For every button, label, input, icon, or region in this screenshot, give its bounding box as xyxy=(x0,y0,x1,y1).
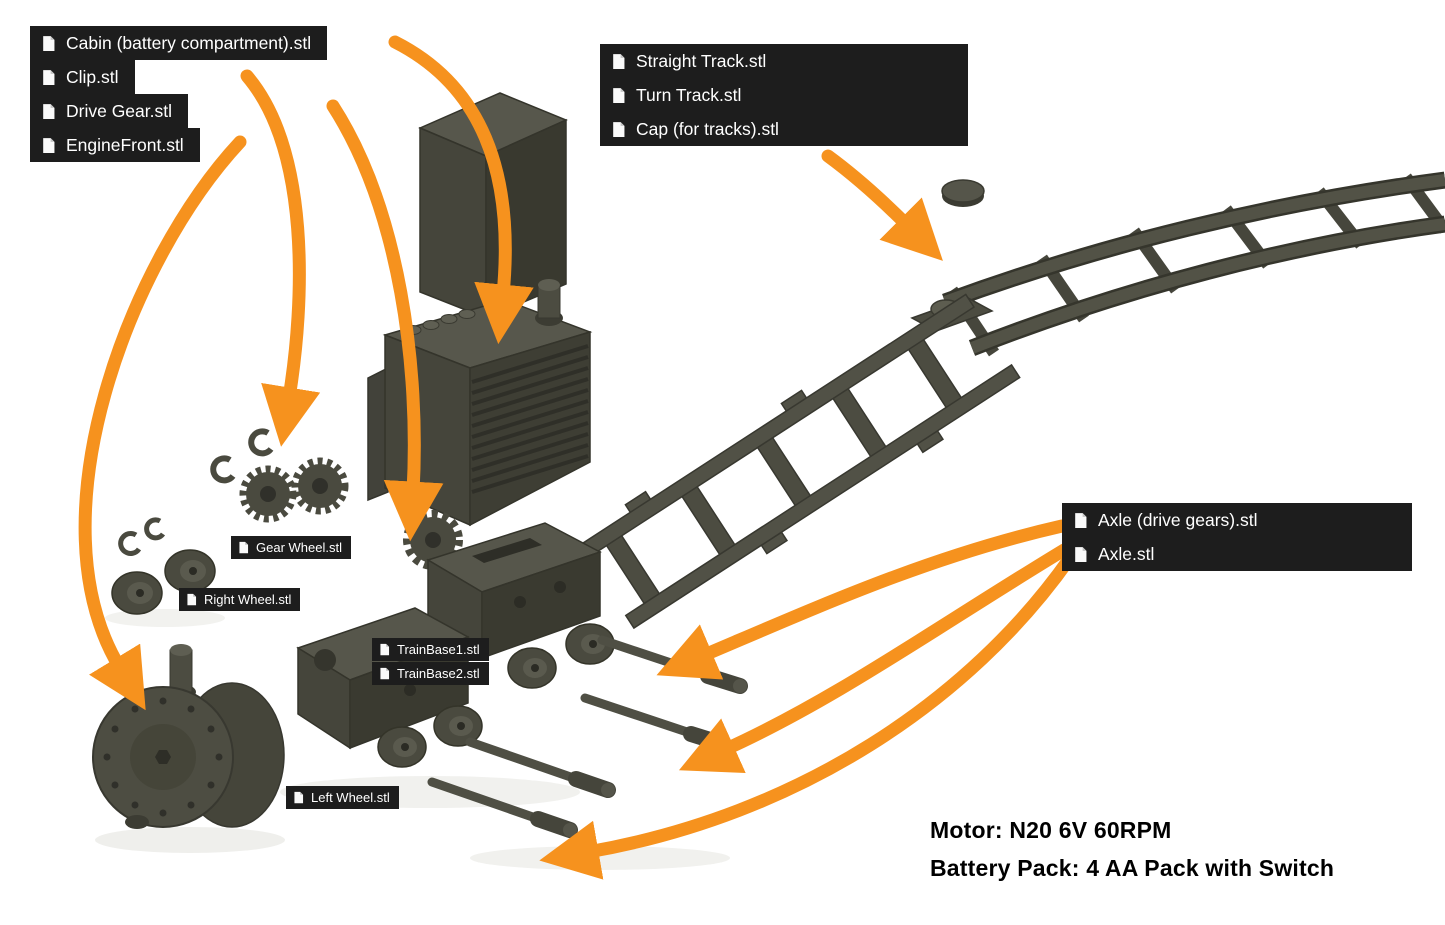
track-parts-file-list: Straight Track.stl Turn Track.stl Cap (f… xyxy=(600,44,968,146)
wheels-left-pair-model xyxy=(111,549,216,615)
file-icon xyxy=(292,791,305,804)
arrow-cabin xyxy=(388,35,534,345)
file-icon xyxy=(610,53,627,70)
file-icon xyxy=(610,121,627,138)
arrow-engine-front xyxy=(78,135,247,711)
axle-3 xyxy=(465,737,616,798)
arrow-axle-top xyxy=(656,519,1069,680)
file-label-text: Cabin (battery compartment).stl xyxy=(66,32,312,53)
arrow-axle-bottom xyxy=(539,551,1077,880)
file-icon xyxy=(185,593,198,606)
cabin-grill xyxy=(471,344,589,494)
file-label-clip: Clip.stl xyxy=(30,60,135,94)
gear-wheels-model xyxy=(239,457,349,523)
cabin-chimney xyxy=(535,279,563,326)
file-icon xyxy=(610,87,627,104)
file-label-text: EngineFront.stl xyxy=(66,134,184,155)
file-icon xyxy=(1072,512,1089,529)
file-label-text: Axle.stl xyxy=(1098,543,1155,564)
file-icon xyxy=(1072,546,1089,563)
file-label-text: Axle (drive gears).stl xyxy=(1098,509,1258,530)
arrow-axle-middle xyxy=(678,543,1071,773)
callout-arrows xyxy=(78,35,1077,880)
file-label-text: Straight Track.stl xyxy=(636,50,767,71)
file-label-text: Right Wheel.stl xyxy=(204,592,292,607)
motor-note: Motor: N20 6V 60RPM xyxy=(930,817,1172,843)
file-label-turn-track: Turn Track.stl xyxy=(600,78,968,112)
file-label-axle: Axle.stl xyxy=(1062,537,1412,571)
file-label-straight-track: Straight Track.stl xyxy=(600,44,968,78)
file-label-text: TrainBase2.stl xyxy=(397,666,480,681)
file-label-engine-front: EngineFront.stl xyxy=(30,128,200,162)
battery-compartment-model xyxy=(418,92,568,320)
hardware-notes: Motor: N20 6V 60RPM Battery Pack: 4 AA P… xyxy=(930,811,1334,887)
file-icon xyxy=(40,69,57,86)
engine-parts-file-list: Cabin (battery compartment).stl Clip.stl… xyxy=(30,26,328,162)
file-label-text: TrainBase1.stl xyxy=(397,642,480,657)
file-icon xyxy=(378,667,391,680)
tag-left-wheel: Left Wheel.stl xyxy=(286,786,399,809)
arrow-clip xyxy=(240,69,321,447)
axle-parts-file-list: Axle (drive gears).stl Axle.stl xyxy=(1062,503,1412,571)
file-label-text: Cap (for tracks).stl xyxy=(636,118,779,139)
file-label-text: Drive Gear.stl xyxy=(66,100,172,121)
track-cap-model xyxy=(941,179,985,207)
file-icon xyxy=(237,541,250,554)
file-label-drive-gear: Drive Gear.stl xyxy=(30,94,188,128)
file-label-cabin: Cabin (battery compartment).stl xyxy=(30,26,328,60)
file-icon xyxy=(40,137,57,154)
tag-right-wheel: Right Wheel.stl xyxy=(179,588,301,611)
cabin-studs xyxy=(404,309,476,335)
battery-note: Battery Pack: 4 AA Pack with Switch xyxy=(930,855,1335,881)
file-icon xyxy=(40,103,57,120)
file-label-text: Left Wheel.stl xyxy=(311,790,390,805)
tag-train-base1: TrainBase1.stl xyxy=(372,638,489,661)
arrow-drive-gear xyxy=(326,99,444,542)
axle-2 xyxy=(580,693,731,752)
engine-front-model xyxy=(92,644,285,829)
file-label-text: Turn Track.stl xyxy=(636,84,742,105)
tag-train-base2: TrainBase2.stl xyxy=(372,662,489,685)
file-label-cap: Cap (for tracks).stl xyxy=(600,112,968,146)
straight-track-model xyxy=(578,293,1021,630)
file-label-axle-drive-gears: Axle (drive gears).stl xyxy=(1062,503,1412,537)
turn-track-model xyxy=(942,171,1445,357)
file-icon xyxy=(378,643,391,656)
arrow-cap xyxy=(821,149,943,261)
tag-gear-wheel: Gear Wheel.stl xyxy=(231,536,351,559)
engine-funnel xyxy=(166,644,196,700)
cabin-model xyxy=(367,279,593,527)
file-label-text: Gear Wheel.stl xyxy=(256,540,342,555)
file-icon xyxy=(40,35,57,52)
file-label-text: Clip.stl xyxy=(66,66,119,87)
